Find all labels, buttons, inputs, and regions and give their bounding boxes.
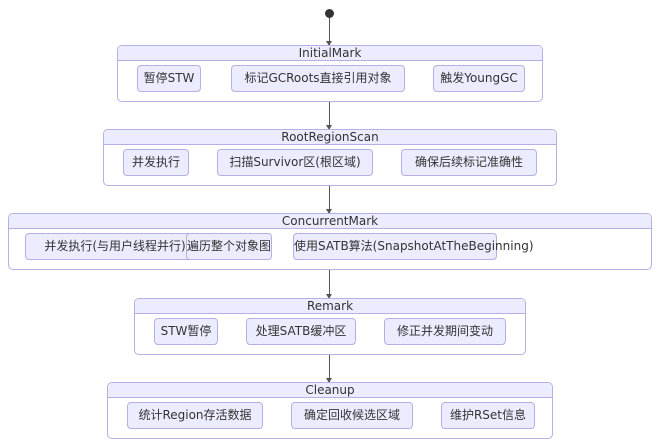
state-concurrentmark: ConcurrentMark 并发执行(与用户线程并行) 遍历整个对象图 使用S… bbox=[8, 213, 652, 270]
substate: STW暂停 bbox=[154, 318, 218, 345]
substate: 并发执行 bbox=[123, 149, 189, 176]
state-title: Remark bbox=[135, 299, 525, 314]
state-rootregionscan: RootRegionScan 并发执行 扫描Survivor区(根区域) 确保后… bbox=[103, 129, 557, 186]
state-title: Cleanup bbox=[108, 383, 552, 398]
substate: 遍历整个对象图 bbox=[186, 233, 272, 260]
substate: 标记GCRoots直接引用对象 bbox=[231, 65, 405, 92]
start-node bbox=[325, 9, 334, 18]
substate: 处理SATB缓冲区 bbox=[246, 318, 356, 345]
transition-concurrentmark-remark bbox=[326, 270, 332, 299]
substate: 扫描Survivor区(根区域) bbox=[217, 149, 373, 176]
transition-remark-cleanup bbox=[326, 355, 332, 383]
substate: 维护RSet信息 bbox=[441, 402, 535, 429]
transition-rootregionscan-concurrentmark bbox=[326, 186, 332, 214]
state-initialmark: InitialMark 暂停STW 标记GCRoots直接引用对象 触发Youn… bbox=[117, 45, 543, 102]
transition-start-initialmark bbox=[326, 18, 332, 46]
transition-initialmark-rootregionscan bbox=[326, 102, 332, 130]
substate: 暂停STW bbox=[137, 65, 201, 92]
substate: 使用SATB算法(SnapshotAtTheBeginning) bbox=[293, 233, 534, 260]
substate: 统计Region存活数据 bbox=[127, 402, 263, 429]
state-title: InitialMark bbox=[118, 46, 542, 61]
substate: 修正并发期间变动 bbox=[384, 318, 506, 345]
substate: 并发执行(与用户线程并行) bbox=[25, 233, 205, 260]
state-remark: Remark STW暂停 处理SATB缓冲区 修正并发期间变动 bbox=[134, 298, 526, 355]
substate: 确定回收候选区域 bbox=[291, 402, 413, 429]
substate: 触发YoungGC bbox=[433, 65, 525, 92]
state-cleanup: Cleanup 统计Region存活数据 确定回收候选区域 维护RSet信息 bbox=[107, 382, 553, 439]
state-title: ConcurrentMark bbox=[9, 214, 651, 229]
substate: 确保后续标记准确性 bbox=[401, 149, 537, 176]
state-title: RootRegionScan bbox=[104, 130, 556, 145]
